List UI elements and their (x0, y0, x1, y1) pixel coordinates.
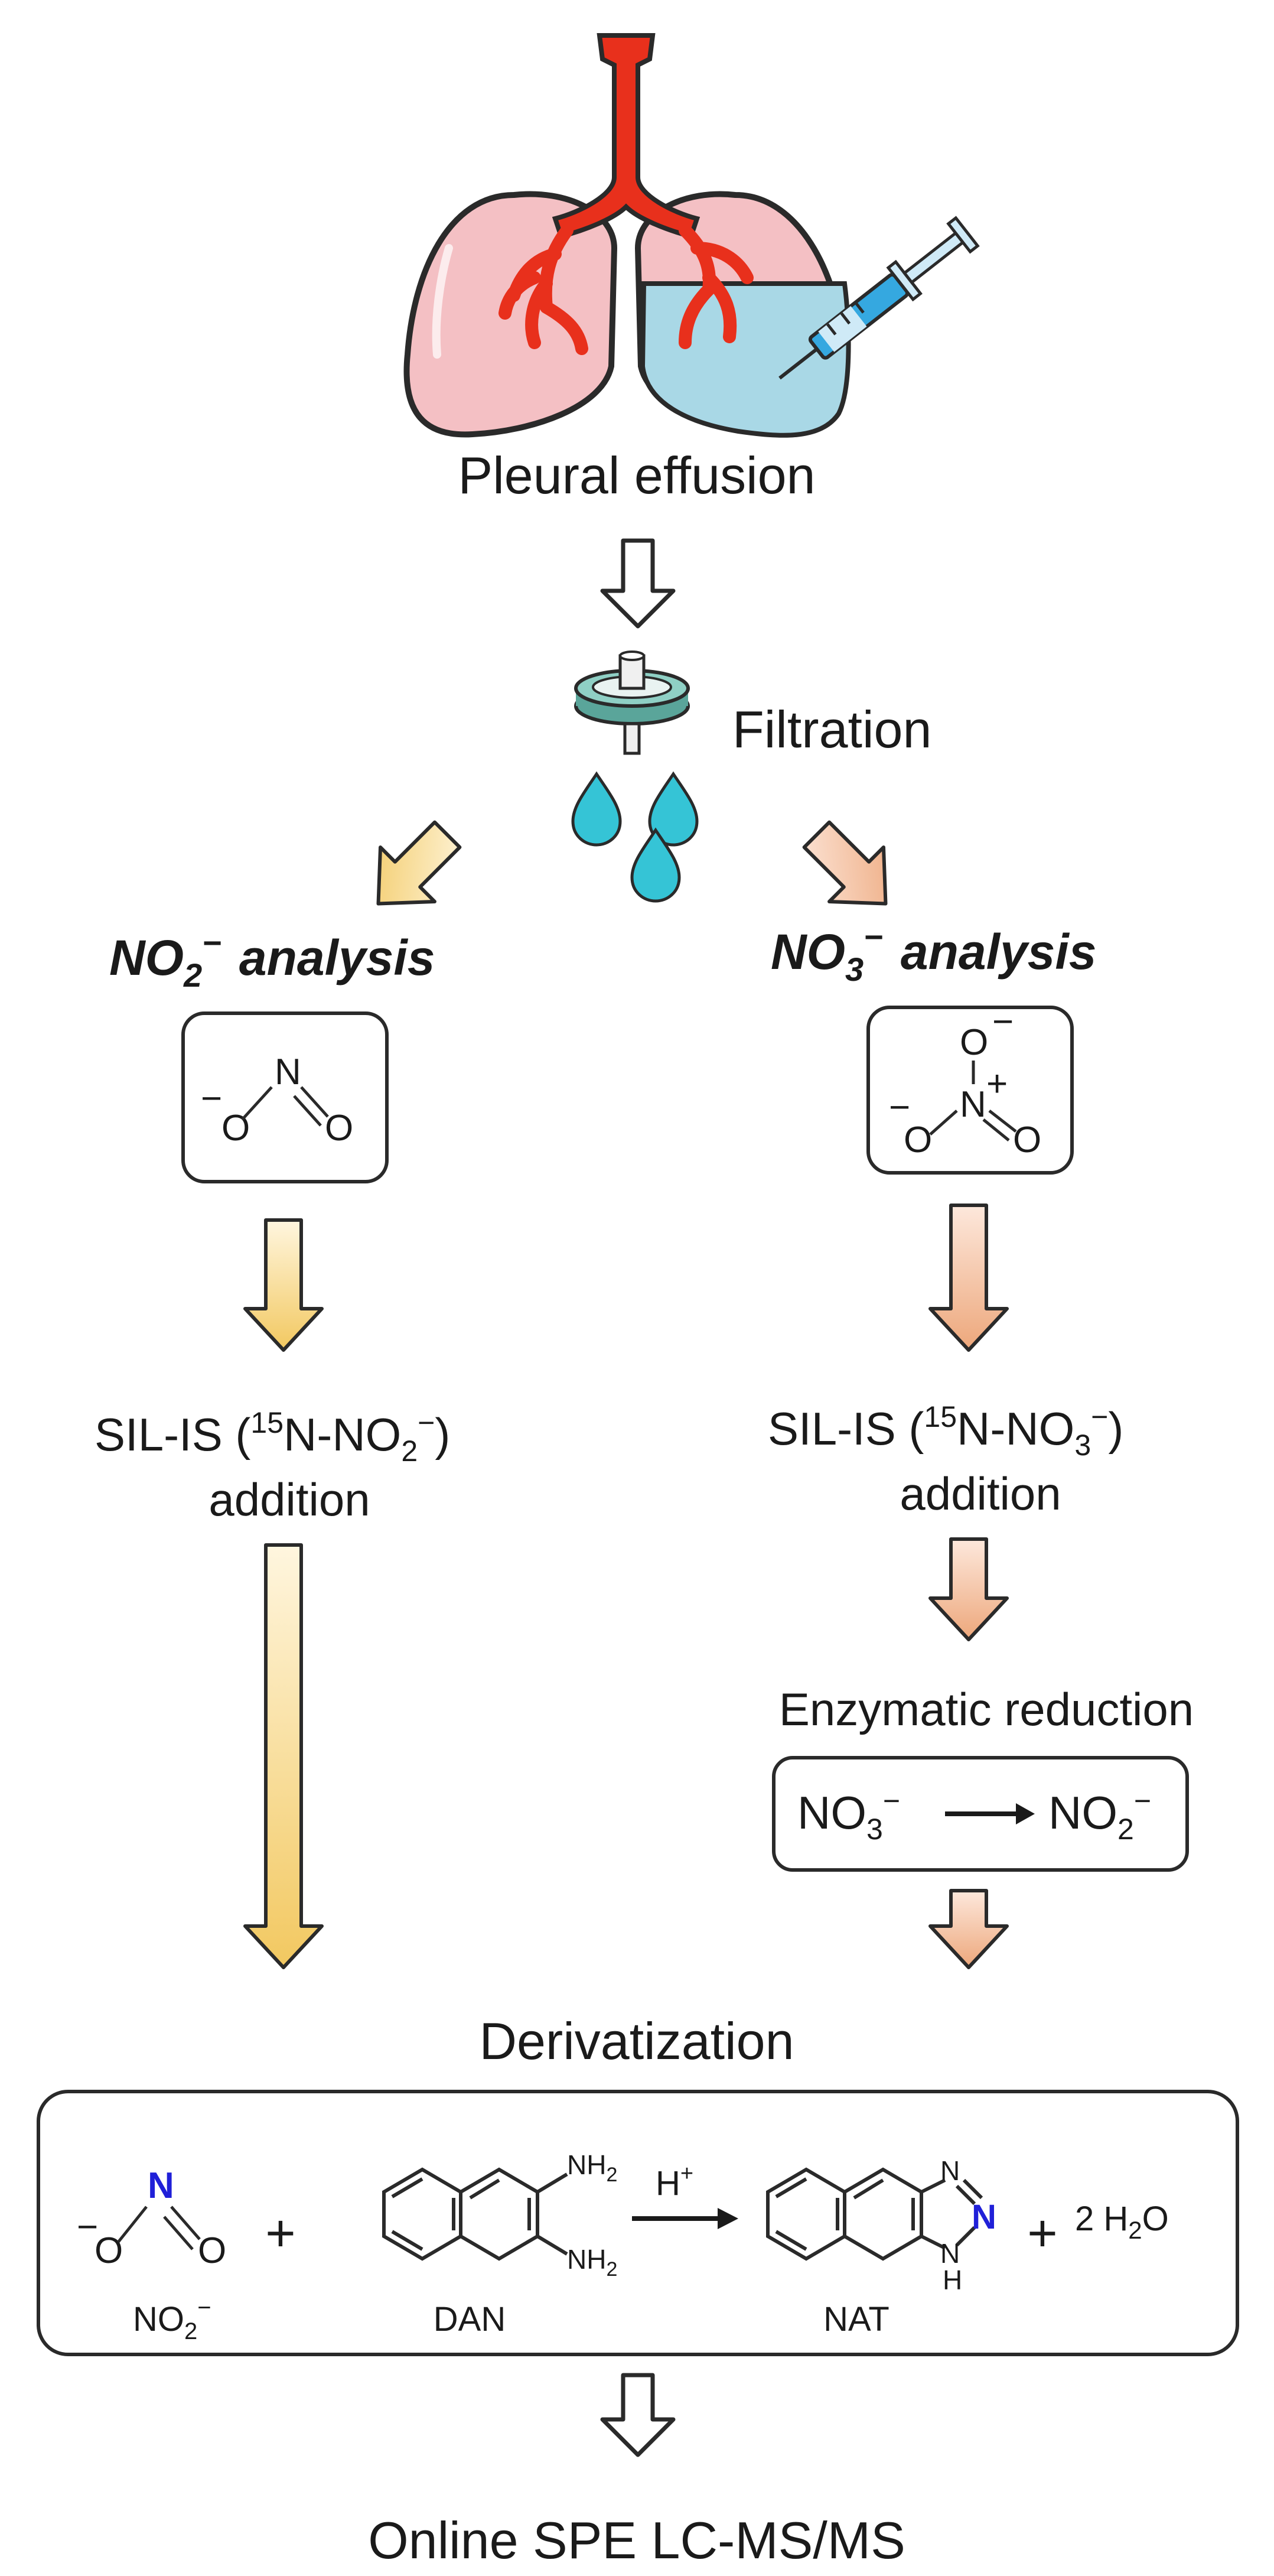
derivatization-box (37, 2090, 1239, 2356)
yellow-diagonal-arrow (376, 820, 462, 906)
pleural-effusion-label: Pleural effusion (458, 446, 816, 505)
no3-addition-label: addition (900, 1468, 1061, 1520)
svg-text:−: − (889, 1087, 910, 1128)
label-dan: DAN (434, 2300, 506, 2338)
yellow-down-arrow-1 (243, 1218, 324, 1352)
water-product: 2 H2O (1075, 2200, 1169, 2244)
reduction-product: NO2− (1048, 1784, 1151, 1846)
acid-catalyst: H+ (656, 2161, 693, 2203)
dan-structure (382, 2167, 568, 2261)
derivatization-arrowhead (718, 2208, 738, 2229)
yellow-long-arrow (243, 1543, 324, 1969)
plus-sign-2: + (1027, 2204, 1057, 2262)
reduction-arrowhead (1016, 1803, 1035, 1824)
syringe-icon (778, 216, 980, 380)
nitrate-structure: O − N + O − O (889, 1001, 1041, 1160)
nitrite-structure-box (181, 1011, 389, 1183)
svg-text:O: O (198, 2230, 226, 2271)
derivatization-title: Derivatization (479, 2012, 794, 2070)
flow-arrow-1 (600, 538, 676, 629)
no2-analysis-title: NO2−analysis (109, 924, 435, 994)
nat-n1: N (940, 2155, 960, 2186)
nitrate-structure-box (866, 1006, 1074, 1175)
orange-down-arrow-1 (928, 1204, 1009, 1352)
no2-addition-label: addition (208, 1474, 370, 1526)
final-method-label: Online SPE LC-MS/MS (368, 2511, 905, 2570)
svg-text:−: − (992, 1001, 1014, 1042)
svg-text:N: N (148, 2165, 174, 2206)
nat-n2-highlight: N (972, 2198, 996, 2236)
droplets-icon (571, 771, 699, 903)
svg-text:O: O (325, 1108, 353, 1149)
orange-down-arrow-3 (928, 1889, 1009, 1969)
svg-text:N: N (960, 1084, 986, 1125)
nitrite-structure: O N O − (201, 1052, 353, 1149)
svg-text:−: − (201, 1078, 222, 1119)
nat-structure (766, 2167, 983, 2261)
svg-text:O: O (904, 1120, 932, 1160)
label-nitrite: NO2− (133, 2295, 211, 2344)
derivatization-nitrite: − O N O (77, 2165, 226, 2271)
svg-text:−: − (77, 2207, 98, 2248)
enzymatic-reduction-label: Enzymatic reduction (779, 1683, 1194, 1735)
dan-amine-bottom: NH2 (567, 2244, 617, 2281)
filtration-label: Filtration (732, 700, 931, 759)
svg-text:O: O (960, 1022, 988, 1063)
flow-arrow-final (600, 2373, 676, 2457)
orange-down-arrow-2 (928, 1537, 1009, 1641)
lungs-illustration (403, 33, 851, 438)
nat-h: H (943, 2265, 962, 2295)
no3-silis-label: SIL-IS (15N-NO3−) (768, 1400, 1123, 1462)
syringe-filter-icon (574, 650, 690, 755)
dan-amine-top: NH2 (567, 2149, 617, 2186)
no2-silis-label: SIL-IS (15N-NO2−) (95, 1406, 450, 1468)
label-nat: NAT (823, 2300, 889, 2338)
svg-text:N: N (275, 1052, 301, 1092)
svg-text:O: O (95, 2230, 123, 2271)
svg-text:O: O (1013, 1120, 1041, 1160)
nat-n3: N (940, 2238, 960, 2269)
reduction-reactant: NO3− (797, 1784, 900, 1846)
orange-diagonal-arrow (802, 820, 888, 906)
no3-analysis-title: NO3−analysis (771, 918, 1096, 988)
plus-sign-1: + (265, 2204, 295, 2262)
svg-text:+: + (986, 1063, 1008, 1104)
